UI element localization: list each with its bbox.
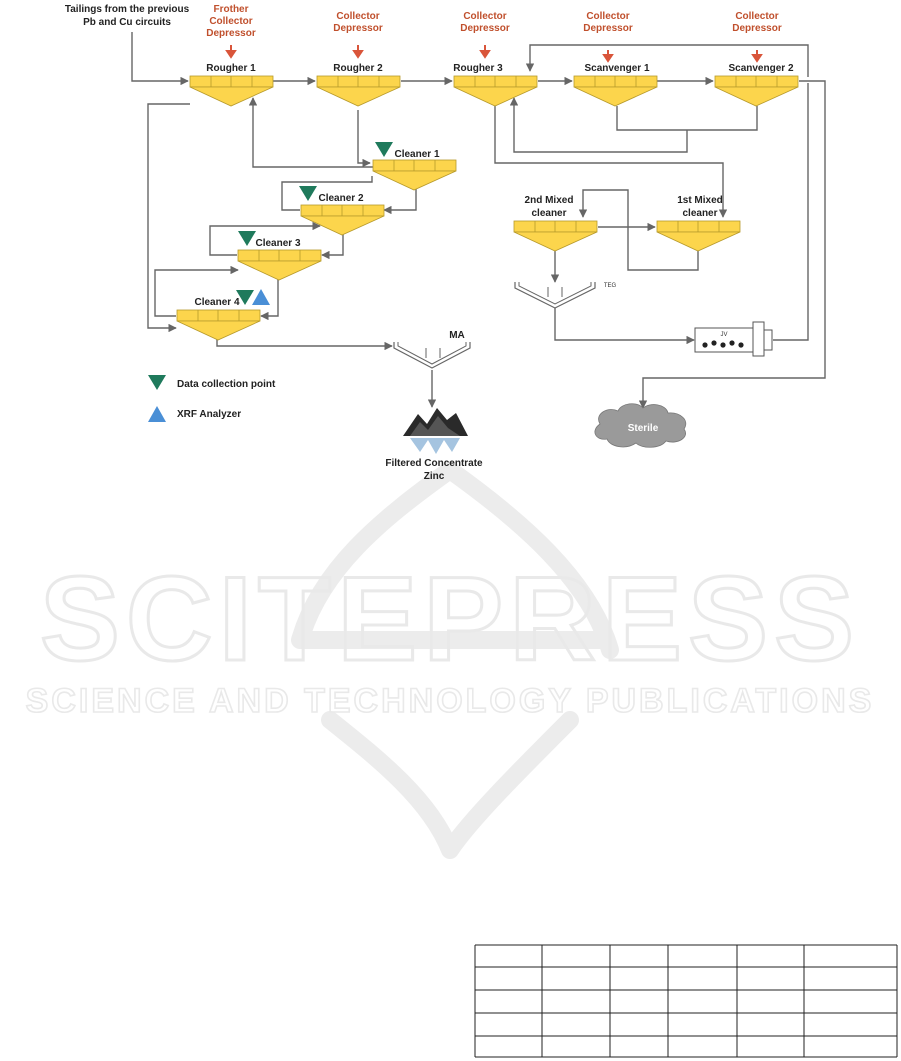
cell-label-cleaner3: Cleaner 3 <box>255 238 300 249</box>
reagent-rougher1: Frother Collector Depressor <box>206 4 256 59</box>
cell-rougher1 <box>189 75 274 107</box>
legend-xrf-icon <box>148 406 166 422</box>
legend-data-point-label: Data collection point <box>177 379 276 390</box>
data-point-icon <box>299 186 317 201</box>
reagent-text: Collector <box>586 11 629 22</box>
reagent-text: Frother <box>214 4 249 15</box>
cell-label-mixed1-line2: cleaner <box>682 208 717 219</box>
reagent-text: Depressor <box>460 23 510 34</box>
reagent-text: Depressor <box>333 23 383 34</box>
thickener-ma: MA <box>393 330 471 369</box>
legend-xrf-label: XRF Analyzer <box>177 409 241 420</box>
cell-cleaner3 <box>237 249 322 281</box>
cell-mixed1 <box>656 220 741 252</box>
data-point-icon <box>375 142 393 157</box>
concentrate-pile-icon <box>403 408 468 454</box>
thickener-teg: TEG <box>514 282 617 309</box>
flow-lines <box>131 32 826 409</box>
reagent-arrow-icon <box>602 50 614 63</box>
cell-label-rougher1: Rougher 1 <box>206 63 256 74</box>
reagent-rougher3: Collector Depressor <box>460 11 510 59</box>
concentrate-label-line2: Zinc <box>424 471 445 482</box>
empty-table <box>474 944 898 1058</box>
reagent-scavenger1: Collector Depressor <box>583 11 633 63</box>
reagent-text: Collector <box>336 11 379 22</box>
reagent-scavenger2: Collector Depressor <box>732 11 782 63</box>
watermark-logo-mark <box>291 461 619 859</box>
filter-jv-label: JV <box>720 332 727 338</box>
reagent-text: Depressor <box>583 23 633 34</box>
filter-jv: JV <box>694 321 773 357</box>
reagent-arrow-icon <box>352 45 364 59</box>
reagent-text: Collector <box>463 11 506 22</box>
feed-label: Tailings from the previous Pb and Cu cir… <box>65 4 190 28</box>
watermark: SCITEPRESS SCIENCE AND TECHNOLOGY PUBLIC… <box>25 461 875 859</box>
reagent-rougher2: Collector Depressor <box>333 11 383 59</box>
cell-scavenger2 <box>714 75 799 107</box>
feed-label-line-2: Pb and Cu circuits <box>83 17 171 28</box>
reagent-text: Depressor <box>206 28 256 39</box>
reagent-arrow-icon <box>479 45 491 59</box>
cell-cleaner1 <box>372 159 457 191</box>
cell-label-scavenger1: Scanvenger 1 <box>584 63 649 74</box>
cell-label-rougher3: Rougher 3 <box>453 63 503 74</box>
cell-label-rougher2: Rougher 2 <box>333 63 383 74</box>
cell-label-mixed2-line2: cleaner <box>531 208 566 219</box>
cell-mixed2 <box>513 220 598 252</box>
data-point-icon <box>238 231 256 246</box>
cell-label-cleaner1: Cleaner 1 <box>394 149 439 160</box>
feed-label-line-1: Tailings from the previous <box>65 4 190 15</box>
cell-rougher2 <box>316 75 401 107</box>
thickener-teg-label: TEG <box>604 283 617 289</box>
sterile-label: Sterile <box>628 423 659 434</box>
legend-data-point-icon <box>148 375 166 390</box>
reagent-text: Collector <box>735 11 778 22</box>
legend: Data collection point XRF Analyzer <box>148 375 276 422</box>
reagent-arrow-icon <box>225 45 237 59</box>
cell-cleaner2 <box>300 204 385 236</box>
cell-label-scavenger2: Scanvenger 2 <box>728 63 793 74</box>
reagent-text: Depressor <box>732 23 782 34</box>
xrf-analyzer-icon <box>252 289 270 305</box>
cell-cleaner4 <box>176 309 261 341</box>
cell-label-mixed2-line1: 2nd Mixed <box>525 195 574 206</box>
cell-label-mixed1-line1: 1st Mixed <box>677 195 723 206</box>
reagent-arrow-icon <box>751 50 763 63</box>
concentrate-label-line1: Filtered Concentrate <box>385 458 483 469</box>
watermark-main: SCITEPRESS <box>40 552 860 686</box>
data-point-icon <box>236 290 254 305</box>
reagent-text: Collector <box>209 16 252 27</box>
cell-label-cleaner4: Cleaner 4 <box>194 297 239 308</box>
cell-scavenger1 <box>573 75 658 107</box>
sterile-cloud-icon <box>594 403 687 448</box>
cell-label-cleaner2: Cleaner 2 <box>318 193 363 204</box>
thickener-ma-label: MA <box>449 330 465 341</box>
cell-rougher3 <box>453 75 538 107</box>
watermark-sub: SCIENCE AND TECHNOLOGY PUBLICATIONS <box>26 682 875 720</box>
